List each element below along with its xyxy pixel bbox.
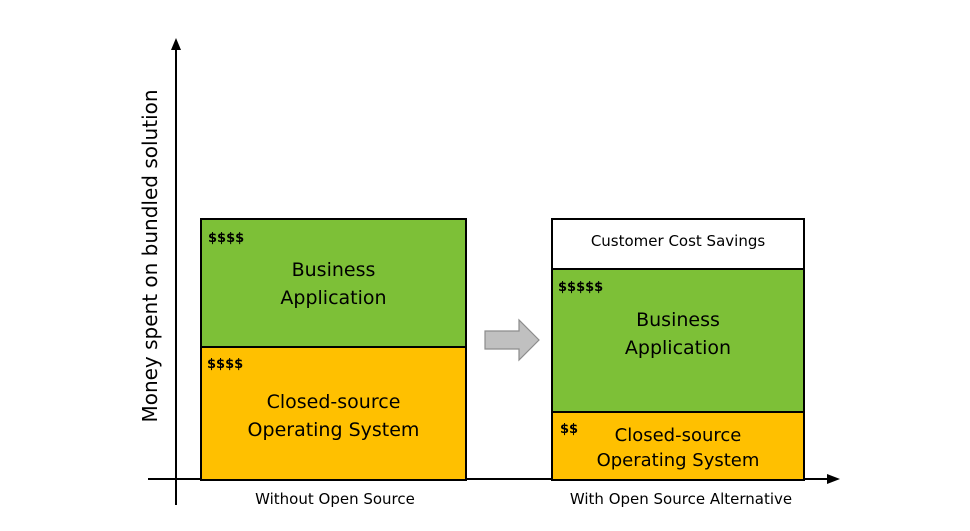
right-application-label: Business Application (553, 306, 803, 362)
right-category-label: With Open Source Alternative (569, 490, 793, 508)
right-os-label-line1: Closed-source (614, 425, 742, 446)
left-os-block: $$$$ Closed-source Operating System (200, 346, 467, 481)
y-axis-label: Money spent on bundled solution (138, 89, 162, 423)
left-os-label: Closed-source Operating System (202, 388, 465, 444)
left-application-label-line2: Application (280, 287, 387, 309)
left-os-label-line2: Operating System (247, 419, 420, 441)
right-os-label: Closed-source Operating System (553, 423, 803, 473)
right-application-cost: $$$$$ (558, 280, 604, 295)
left-application-cost: $$$$ (208, 231, 245, 246)
right-application-label-line1: Business (636, 309, 720, 331)
right-os-label-line2: Operating System (596, 450, 760, 471)
x-axis-arrowhead (827, 474, 840, 484)
right-application-label-line2: Application (624, 337, 732, 359)
transition-arrow-icon (484, 318, 540, 362)
right-os-cost: $$ (560, 422, 579, 437)
savings-label: Customer Cost Savings (590, 232, 766, 250)
y-axis-arrowhead (171, 38, 181, 50)
left-category-label: Without Open Source (255, 490, 415, 508)
left-application-label-line1: Business (291, 259, 376, 281)
right-application-block: $$$$$ Business Application (551, 268, 805, 413)
left-application-label: Business Application (202, 256, 465, 312)
right-os-block: $$ Closed-source Operating System (551, 411, 805, 481)
right-savings-block: Customer Cost Savings (551, 218, 805, 270)
left-application-block: $$$$ Business Application (200, 218, 467, 348)
left-os-cost: $$$$ (207, 357, 244, 372)
left-os-label-line1: Closed-source (266, 391, 401, 413)
